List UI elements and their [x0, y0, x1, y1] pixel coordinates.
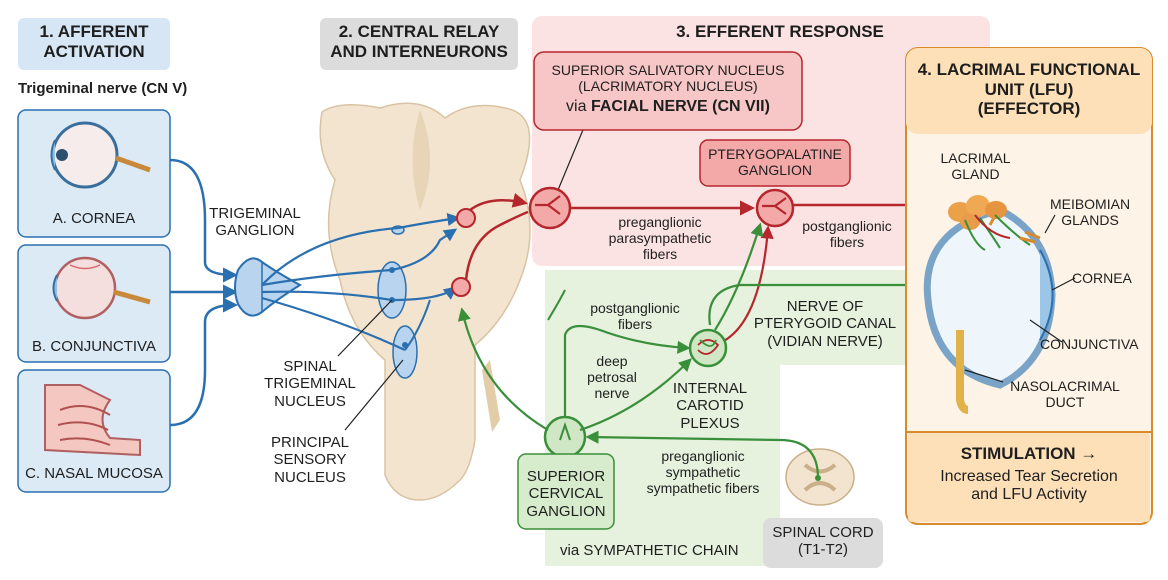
preganglionic-symp-label: preganglionic sympathetic sympathetic fi…	[646, 448, 760, 497]
ssn-label: SUPERIOR SALIVATORY NUCLEUS (LACRIMATORY…	[536, 62, 800, 117]
lfu-header-box	[906, 48, 1152, 134]
spinal-cord-icon	[785, 448, 855, 506]
stim-body: Increased Tear Secretion and LFU Activit…	[940, 468, 1118, 504]
conjunctiva-label: CONJUNCTIVA	[1040, 336, 1139, 352]
stim-box	[908, 432, 1150, 522]
trigeminal-ganglion-shape	[234, 257, 302, 317]
brainstem-shape	[319, 102, 531, 501]
central-header: 2. CENTRAL RELAY AND INTERNEURONS	[330, 22, 508, 61]
trigeminal-nerve-title: Trigeminal nerve (CN V)	[18, 80, 188, 97]
sympathetic-region	[545, 270, 905, 566]
spinal-cord-box	[763, 518, 883, 568]
principal-nucleus-shape	[392, 325, 418, 379]
principal-nucleus-label: PRINCIPAL SENSORY NUCLEUS	[270, 434, 350, 486]
ssn-box	[533, 51, 803, 131]
carotid-plexus-node	[688, 328, 728, 368]
vidian-label: NERVE OF PTERYGOID CANAL (VIDIAN NERVE)	[753, 298, 897, 350]
stim-title: STIMULATION →	[960, 444, 1098, 463]
cornea-panel-label: A. CORNEA	[52, 210, 136, 227]
ptg-box	[699, 139, 851, 187]
trigeminal-ganglion-label: TRIGEMINAL GANGLION	[209, 205, 301, 240]
spinal-nucleus-label: SPINAL TRIGEMINAL NUCLEUS	[264, 358, 356, 410]
cornea-label: CORNEA	[1072, 270, 1132, 286]
ssn-node	[528, 186, 572, 230]
ptg-node	[755, 188, 795, 228]
scg-box	[517, 453, 615, 530]
ssn-line3: via FACIAL NERVE (CN VII)	[536, 98, 800, 116]
ssn-via: via	[566, 98, 587, 116]
carotid-label: INTERNAL CAROTID PLEXUS	[672, 380, 748, 432]
afferent-header: 1. AFFERENT ACTIVATION	[39, 22, 149, 61]
ssn-line2: (LACRIMATORY NUCLEUS)	[578, 78, 758, 95]
sympathetic-chain-label: via SYMPATHETIC CHAIN	[560, 542, 739, 559]
cornea-fiber	[169, 158, 238, 283]
interneuron-node-2	[451, 277, 471, 297]
nasolacrimal-label: NASOLACRIMAL DUCT	[1010, 378, 1120, 411]
nasal-fiber	[169, 297, 238, 427]
ssn-line1: SUPERIOR SALIVATORY NUCLEUS	[551, 62, 785, 78]
central-header-box	[320, 18, 518, 70]
nasal-mucosa-icon	[44, 384, 141, 457]
cornea-eye-icon	[50, 121, 151, 189]
preganglionic-para-label: preganglionic parasympathetic fibers	[608, 214, 712, 263]
ptg-label: PTERYGOPALATINE GANGLION	[708, 146, 842, 179]
spinal-nucleus-shape	[377, 261, 407, 319]
lacrimal-gland-icon	[948, 195, 1007, 230]
interneuron-node-1	[456, 208, 476, 228]
scg-label: SUPERIOR CERVICAL GANGLION	[526, 468, 606, 520]
postganglionic-red-label: postganglionic fibers	[802, 218, 892, 251]
deep-petrosal-label: deep petrosal nerve	[587, 353, 637, 402]
postganglionic-green-label: postganglionic fibers	[590, 300, 680, 333]
afferent-header-box	[18, 18, 170, 70]
meibomian-label: MEIBOMIAN GLANDS	[1049, 196, 1131, 229]
ssn-nerve: FACIAL NERVE (CN VII)	[590, 98, 770, 116]
lacrimal-gland-label: LACRIMAL GLAND	[940, 150, 1011, 183]
conjunctiva-panel-label: B. CONJUNCTIVA	[32, 338, 156, 355]
efferent-header: 3. EFFERENT RESPONSE	[676, 22, 884, 41]
spinal-cord-label: SPINAL CORD (T1-T2)	[772, 524, 874, 559]
preganglionic-symp-fiber	[585, 430, 820, 479]
lfu-header: 4. LACRIMAL FUNCTIONAL UNIT (LFU) (EFFEC…	[917, 60, 1141, 119]
nasal-panel-label: C. NASAL MUCOSA	[25, 465, 163, 482]
conjunctiva-eye-icon	[52, 256, 151, 320]
